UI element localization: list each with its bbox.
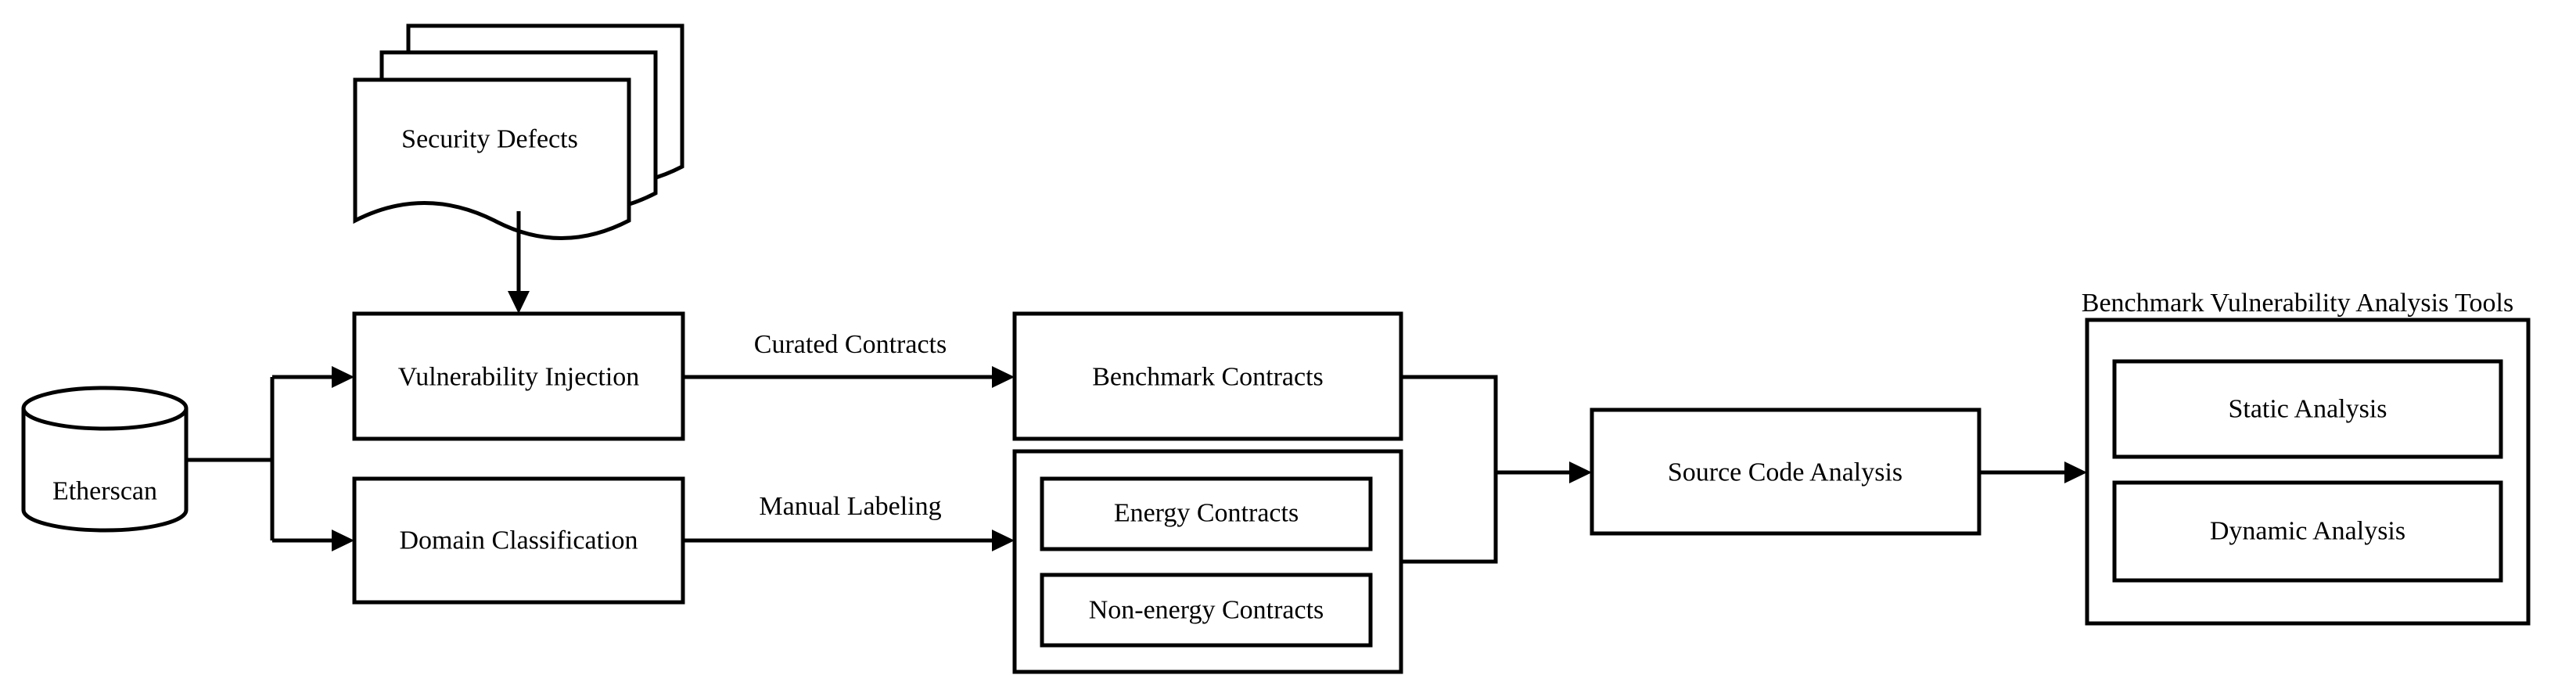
etherscan-label: Etherscan [52, 477, 157, 506]
benchmark-contracts-node: Benchmark Contracts [1012, 311, 1403, 441]
arrowhead-icon [332, 530, 354, 551]
static-analysis-label: Static Analysis [2228, 395, 2387, 424]
database-cylinder-icon [21, 386, 189, 533]
benchmark-contracts-box [1012, 311, 1403, 441]
arrowhead-icon [1569, 461, 1592, 483]
database-rim [21, 408, 189, 431]
labeled-contracts-group: Energy Contracts Non-energy Contracts [1012, 449, 1403, 674]
dynamic-analysis-label: Dynamic Analysis [2210, 517, 2405, 546]
arrowhead-icon [992, 366, 1015, 388]
document-layer-front [353, 77, 631, 240]
source-code-analysis-label: Source Code Analysis [1668, 458, 1902, 487]
etherscan-node: Etherscan [21, 386, 189, 533]
vulnerability-injection-label: Vulnerability Injection [398, 363, 640, 392]
curated-contracts-label: Curated Contracts [754, 330, 947, 359]
dynamic-analysis-box [2112, 480, 2503, 583]
manual-labeling-label: Manual Labeling [759, 492, 941, 521]
arrowhead-icon [508, 291, 530, 314]
arrowhead-icon [992, 530, 1015, 551]
security-defects-node: Security Defects [353, 23, 684, 240]
arrowhead-icon [2064, 461, 2087, 483]
domain-classification-label: Domain Classification [399, 526, 638, 555]
benchmark-tools-group: Benchmark Vulnerability Analysis Tools S… [2082, 289, 2531, 626]
edge-merge-bracket [1401, 375, 1498, 564]
benchmark-contracts-label: Benchmark Contracts [1092, 363, 1324, 392]
edges: Curated Contracts Manual Labeling [186, 211, 2087, 564]
source-code-analysis-box [1590, 408, 1981, 536]
security-defects-label: Security Defects [401, 125, 578, 154]
non-energy-contracts-box [1040, 573, 1373, 648]
domain-classification-node: Domain Classification [352, 476, 685, 605]
vulnerability-injection-node: Vulnerability Injection [352, 311, 685, 441]
non-energy-contracts-label: Non-energy Contracts [1089, 596, 1324, 625]
static-analysis-box [2112, 359, 2503, 459]
benchmark-tools-title: Benchmark Vulnerability Analysis Tools [2082, 289, 2513, 318]
energy-contracts-box [1040, 476, 1373, 551]
arrowhead-icon [332, 366, 354, 388]
energy-contracts-label: Energy Contracts [1114, 499, 1299, 528]
source-code-analysis-node: Source Code Analysis [1590, 408, 1981, 536]
